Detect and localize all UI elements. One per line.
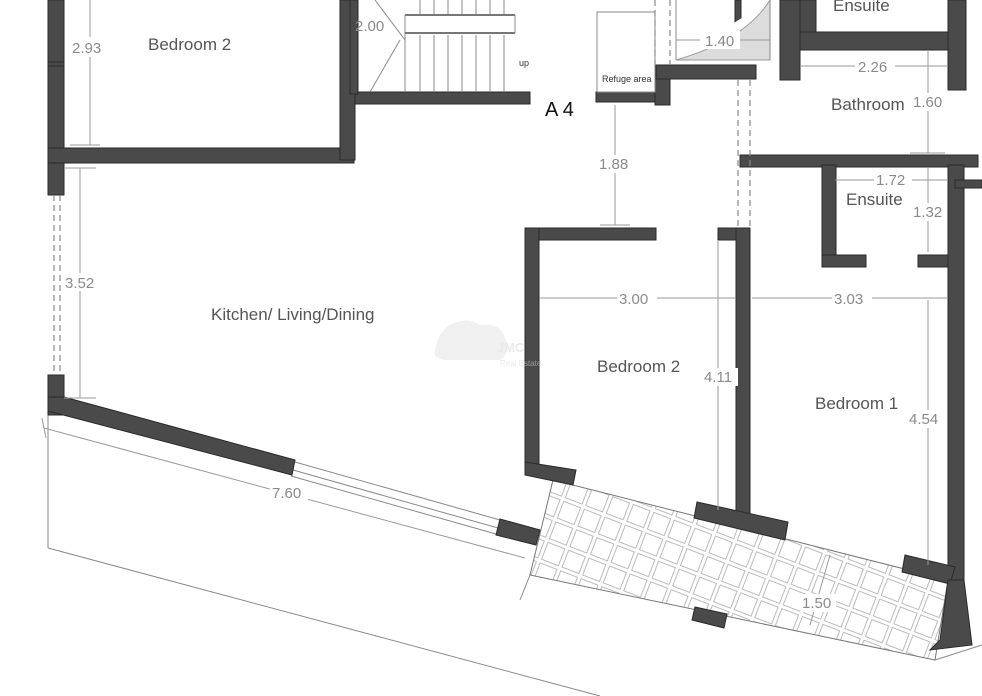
dim-1-60: 1.60 — [913, 94, 942, 111]
svg-text:JMC: JMC — [497, 340, 525, 355]
dim-4-11: 4.11 — [704, 369, 732, 386]
room-label-bedroom1: Bedroom 1 — [815, 394, 898, 413]
dim-3-00: 3.00 — [619, 291, 648, 308]
room-label-bedroom2: Bedroom 2 — [597, 357, 680, 376]
room-label-bathroom: Bathroom — [831, 95, 905, 114]
dim-3-52: 3.52 — [65, 275, 94, 292]
stair-up-label: up — [519, 58, 529, 68]
boundary-line — [47, 547, 601, 696]
watermark-logo: JMC Real Estate — [434, 320, 542, 368]
door-swing — [675, 0, 771, 61]
dim-1-40: 1.40 — [705, 33, 734, 50]
staircase — [369, 0, 516, 93]
walls — [47, 0, 982, 651]
dim-2-93: 2.93 — [72, 40, 101, 57]
dim-1-32: 1.32 — [913, 204, 942, 221]
refuge-area-label: Refuge area — [602, 74, 652, 84]
dim-1-50: 1.50 — [802, 595, 831, 612]
dim-1-72: 1.72 — [876, 172, 905, 189]
room-label-ensuite: Ensuite — [846, 190, 903, 209]
dim-7-60: 7.60 — [272, 485, 301, 502]
room-label-bedroom2-top: Bedroom 2 — [148, 35, 231, 54]
dim-3-03: 3.03 — [834, 291, 863, 308]
boundary-line — [519, 574, 531, 601]
window-kitchen — [290, 461, 501, 535]
dim-1-88: 1.88 — [599, 156, 628, 173]
unit-label: A 4 — [545, 99, 574, 121]
boundary-line — [934, 644, 982, 661]
dim-2-26: 2.26 — [858, 59, 887, 76]
dim-4-54: 4.54 — [909, 411, 938, 428]
svg-text:Real Estate: Real Estate — [500, 359, 542, 368]
room-label-ensuite-top: Ensuite — [833, 0, 890, 15]
dim-2-00: 2.00 — [355, 18, 384, 35]
room-label-kitchen: Kitchen/ Living/Dining — [211, 305, 374, 324]
